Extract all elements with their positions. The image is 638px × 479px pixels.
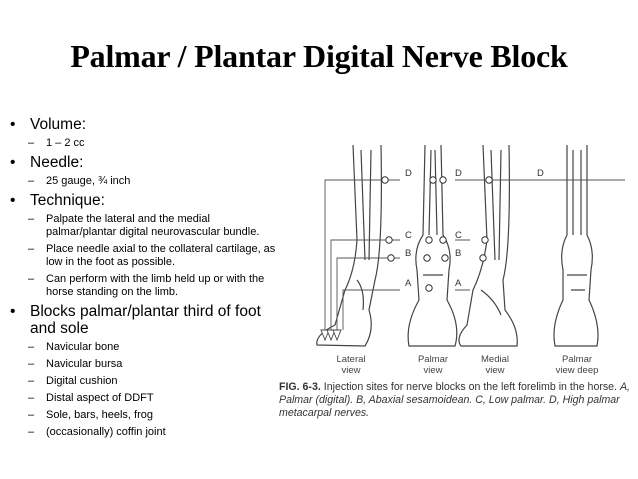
label-b: B bbox=[405, 248, 411, 259]
sub-bullet: Digital cushion bbox=[12, 375, 298, 388]
injection-site-b bbox=[423, 254, 431, 262]
limb-medial-detail bbox=[480, 149, 502, 316]
sub-bullet: Palpate the lateral and the medial palma… bbox=[12, 213, 271, 239]
sub-bullet: Navicular bursa bbox=[12, 358, 298, 371]
injection-site-c bbox=[385, 236, 393, 244]
pointer-line-a bbox=[342, 289, 400, 330]
injection-site-a bbox=[425, 284, 433, 292]
sub-bullet: Distal aspect of DDFT bbox=[12, 392, 298, 405]
injection-site-c bbox=[425, 236, 433, 244]
limb-palmar-outline bbox=[407, 144, 458, 347]
label-a: A bbox=[455, 278, 462, 289]
bullet-technique: Technique: bbox=[8, 192, 298, 209]
limb-lateral-outline bbox=[316, 144, 382, 347]
bullet-volume: Volume: bbox=[8, 116, 298, 133]
injection-site-b bbox=[479, 254, 487, 262]
caption-legend: A, Palmar (digital). B, Abaxial sesamoid… bbox=[279, 381, 630, 419]
sub-bullet: Can perform with the limb held up or wit… bbox=[12, 273, 271, 299]
sub-bullet: (occasionally) coffin joint bbox=[12, 426, 298, 439]
sub-bullet: Navicular bone bbox=[12, 341, 298, 354]
caption-figure-label: FIG. 6-3. bbox=[279, 381, 321, 393]
label-a: A bbox=[405, 278, 412, 289]
limb-lateral-detail bbox=[356, 149, 372, 311]
caption-text: Injection sites for nerve blocks on the … bbox=[323, 381, 617, 393]
limb-deep-detail bbox=[567, 150, 587, 291]
limb-medial-outline bbox=[458, 144, 518, 347]
bullet-needle: Needle: bbox=[8, 154, 298, 171]
slide-title: Palmar / Plantar Digital Nerve Block bbox=[70, 38, 568, 74]
bullet-list: Volume: 1 – 2 cc Needle: 25 gauge, ¾ inc… bbox=[8, 112, 298, 439]
label-c: C bbox=[405, 230, 412, 241]
sub-bullet: Sole, bars, heels, frog bbox=[12, 409, 298, 422]
sub-bullet: 1 – 2 cc bbox=[12, 137, 298, 150]
figure-caption: FIG. 6-3. Injection sites for nerve bloc… bbox=[279, 381, 635, 420]
pointer-line-b bbox=[336, 257, 400, 330]
bullet-blocks: Blocks palmar/plantar third of foot and … bbox=[8, 303, 280, 337]
pointer-line-d bbox=[324, 179, 400, 330]
label-c: C bbox=[455, 230, 462, 241]
injection-site-b bbox=[387, 254, 395, 262]
injection-site-d bbox=[485, 176, 493, 184]
limb-palmar-detail bbox=[423, 149, 443, 276]
label-d: D bbox=[537, 168, 544, 179]
pointer-lines-right bbox=[455, 179, 625, 291]
arrow-marker bbox=[332, 329, 342, 342]
arrow-marker bbox=[326, 329, 336, 342]
sub-bullet: Place needle axial to the collateral car… bbox=[12, 243, 276, 269]
injection-site-d bbox=[439, 176, 447, 184]
limb-deep-outline bbox=[553, 145, 599, 347]
pointer-line-c bbox=[330, 239, 400, 330]
injection-site-b bbox=[441, 254, 449, 262]
injection-site-c bbox=[481, 236, 489, 244]
arrow-marker bbox=[320, 329, 330, 342]
injection-site-d bbox=[381, 176, 389, 184]
sub-bullet: 25 gauge, ¾ inch bbox=[12, 175, 298, 188]
injection-site-c bbox=[439, 236, 447, 244]
injection-site-d bbox=[429, 176, 437, 184]
label-d: D bbox=[405, 168, 412, 179]
label-b: B bbox=[455, 248, 461, 259]
label-d: D bbox=[455, 168, 462, 179]
